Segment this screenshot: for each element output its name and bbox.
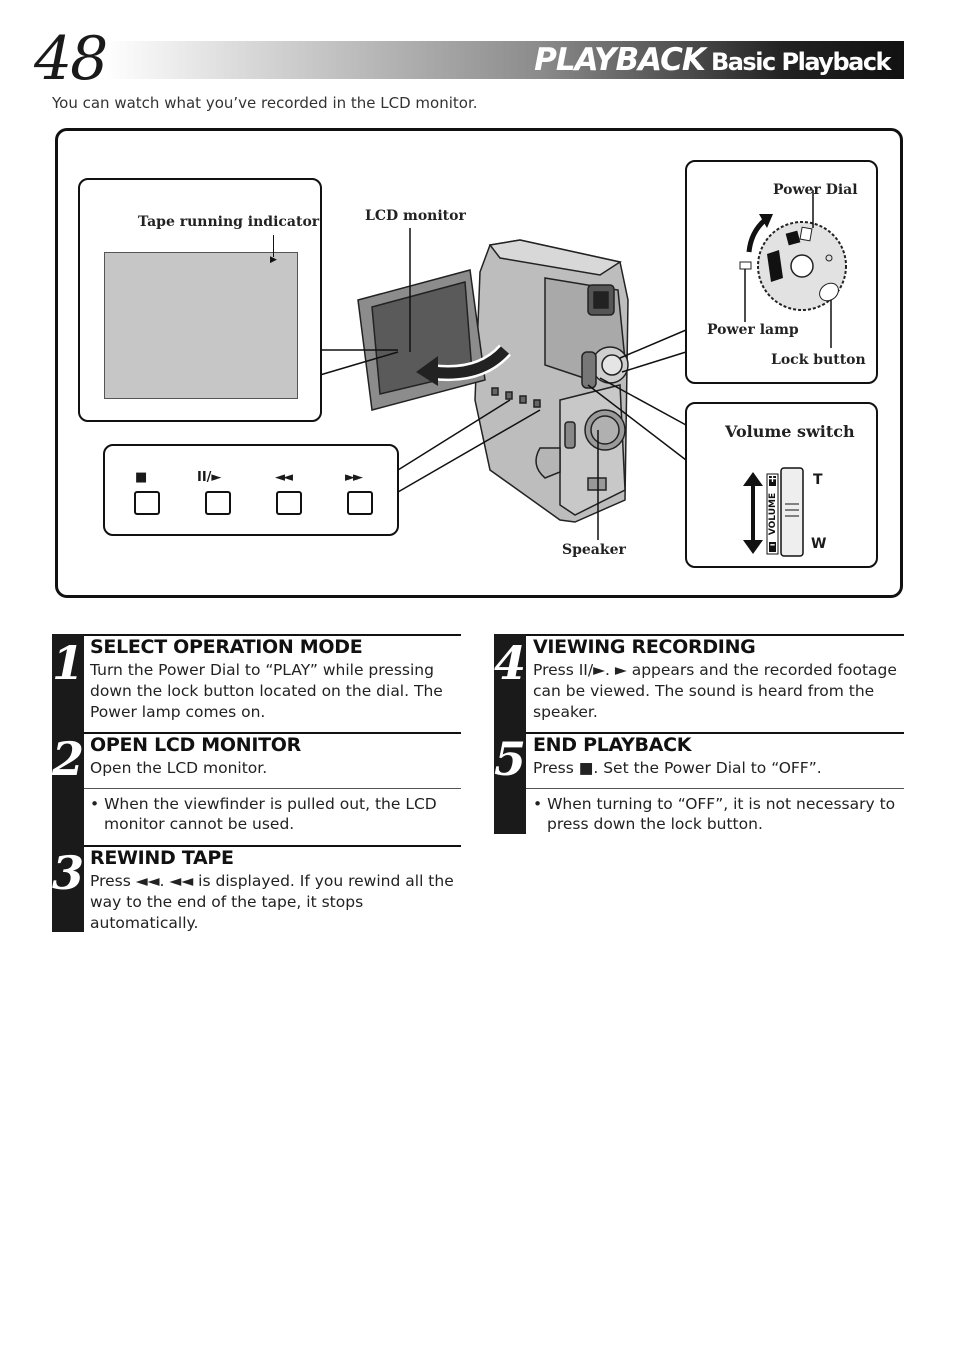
step-2-body: Open the LCD monitor. <box>90 759 268 777</box>
step-4-body: Press II/►. ► appears and the recorded f… <box>533 661 897 721</box>
power-dial-graphic <box>739 190 847 348</box>
volume-w-label: W <box>811 536 827 552</box>
step-5-body: Press ■. Set the Power Dial to “OFF”. <box>533 759 822 777</box>
step-5-rule <box>526 732 904 734</box>
rewind-symbol: ◄◄ <box>275 470 293 485</box>
speaker-label: Speaker <box>562 542 626 558</box>
volume-minus: – <box>769 538 776 551</box>
step-3-title: REWIND TAPE <box>90 847 234 869</box>
tape-indicator-callout: Tape running indicator ▶ <box>78 178 322 422</box>
lcd-monitor-label: LCD monitor <box>365 208 466 224</box>
page-number: 48 <box>34 24 108 94</box>
intro-text: You can watch what you’ve recorded in th… <box>52 94 478 112</box>
step-2-rule <box>84 732 461 734</box>
left-step-bar <box>52 634 84 932</box>
diagram-frame <box>55 128 903 598</box>
step-4-number: 4 <box>493 636 526 690</box>
fast-forward-button <box>347 491 373 515</box>
step-4-rule <box>526 634 904 636</box>
right-step-bar <box>494 634 526 834</box>
step-2-number: 2 <box>51 732 84 786</box>
step-5-note-rule <box>526 788 904 789</box>
step-1-number: 1 <box>51 636 84 690</box>
power-dial-label: Power Dial <box>773 182 858 198</box>
indicator-leader <box>273 235 274 257</box>
step-2-note-rule <box>84 788 461 789</box>
step-1-title: SELECT OPERATION MODE <box>90 636 363 658</box>
camcorder-illustration <box>319 228 687 540</box>
lcd-screen-preview: ▶ <box>104 252 298 399</box>
step-3-body: Press ◄◄. ◄◄ is displayed. If you rewind… <box>90 872 454 932</box>
step-5-note: • When turning to “OFF”, it is not neces… <box>533 795 896 833</box>
stop-symbol: ■ <box>135 470 148 485</box>
volume-text: VOLUME <box>768 492 778 536</box>
volume-t-label: T <box>813 472 823 488</box>
power-dial-callout: Power Dial Power lamp Lock button <box>685 160 878 384</box>
rewind-button <box>276 491 302 515</box>
step-5-title: END PLAYBACK <box>533 734 692 756</box>
section-title-main: PLAYBACK <box>534 42 706 78</box>
power-lamp-label: Power lamp <box>707 322 799 338</box>
volume-switch-callout: Volume switch + – VOLUME T W <box>685 402 878 568</box>
volume-switch-graphic <box>743 467 804 557</box>
step-1-rule <box>84 634 461 636</box>
step-1-body: Turn the Power Dial to “PLAY” while pres… <box>90 661 443 721</box>
step-2-note: • When the viewfinder is pulled out, the… <box>90 795 437 833</box>
camcorder-body <box>357 239 629 523</box>
step-3-number: 3 <box>51 846 84 900</box>
step-2-title: OPEN LCD MONITOR <box>90 734 301 756</box>
fast-forward-symbol: ►► <box>345 470 363 485</box>
header-bar <box>104 41 904 79</box>
step-4-title: VIEWING RECORDING <box>533 636 756 658</box>
lock-button-label: Lock button <box>771 352 866 368</box>
play-pause-button <box>205 491 231 515</box>
play-pause-symbol: II/► <box>197 470 222 485</box>
step-5-number: 5 <box>493 732 526 786</box>
section-title-sub: Basic Playback <box>710 48 892 76</box>
volume-plus: + <box>767 472 778 485</box>
stop-button <box>134 491 160 515</box>
volume-switch-label: Volume switch <box>725 422 855 441</box>
step-3-rule <box>84 845 461 847</box>
button-strip-callout: ■ II/► ◄◄ ►► <box>103 444 399 536</box>
tape-running-indicator-label: Tape running indicator <box>138 214 320 230</box>
play-indicator-icon: ▶ <box>270 255 277 265</box>
